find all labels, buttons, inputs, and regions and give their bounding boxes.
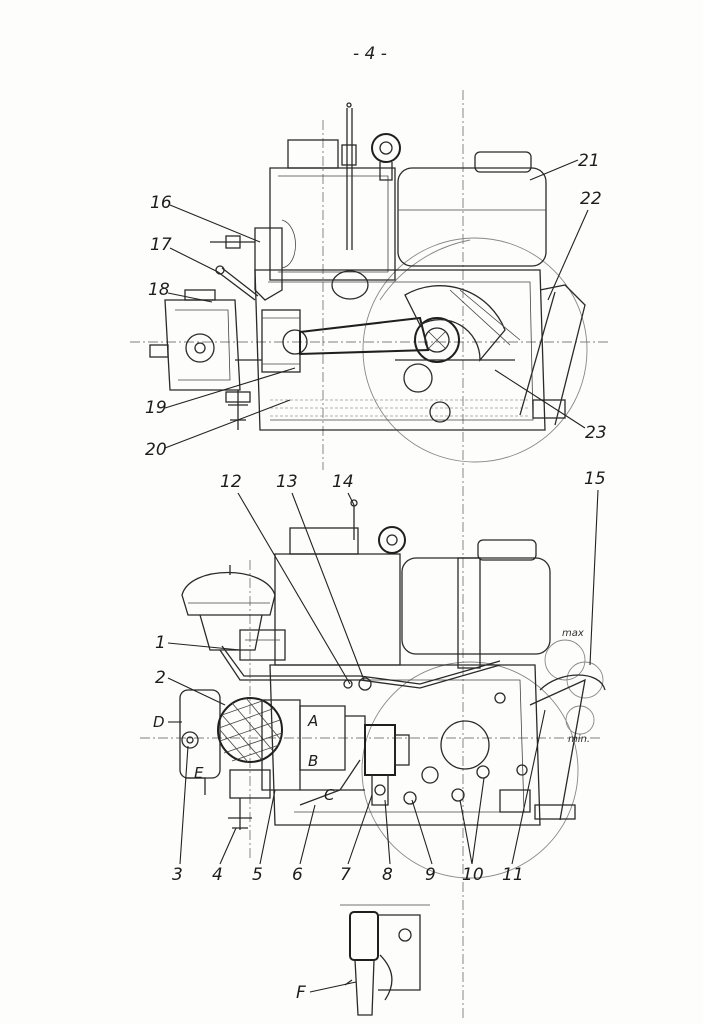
label-15: 15	[584, 469, 606, 489]
engine-side-view	[140, 499, 606, 879]
side-view-callouts: 12 13 14 15 1 2 3 4 5 6 7 8 9 1	[153, 469, 606, 885]
label-12: 12	[220, 472, 242, 492]
label-8: 8	[382, 865, 393, 885]
gauge-min-label: min.	[568, 734, 590, 745]
label-1: 1	[155, 633, 166, 653]
label-20: 20	[145, 440, 167, 460]
label-5: 5	[252, 865, 263, 885]
label-3: 3	[172, 865, 183, 885]
letter-e: E	[194, 764, 204, 782]
letter-b: B	[308, 752, 318, 770]
label-2: 2	[155, 668, 166, 688]
label-14: 14	[332, 472, 354, 492]
detail-f-view: F	[296, 904, 430, 1016]
label-18: 18	[148, 280, 170, 300]
engine-section-view	[130, 90, 610, 1020]
label-21: 21	[578, 151, 600, 171]
label-9: 9	[425, 865, 436, 885]
label-7: 7	[340, 865, 351, 885]
label-13: 13	[276, 472, 298, 492]
label-6: 6	[292, 865, 303, 885]
page-number: - 4 -	[353, 44, 387, 64]
letter-c: C	[324, 786, 335, 804]
letter-f: F	[296, 983, 306, 1003]
label-10: 10	[462, 865, 484, 885]
label-17: 17	[150, 235, 172, 255]
letter-a: A	[307, 712, 318, 730]
label-4: 4	[212, 865, 223, 885]
label-23: 23	[585, 423, 607, 443]
label-11: 11	[502, 865, 524, 885]
top-view-callouts: 16 17 18 19 20 21 22 23	[145, 151, 607, 460]
label-22: 22	[580, 189, 602, 209]
label-16: 16	[150, 193, 172, 213]
label-19: 19	[145, 398, 167, 418]
gauge-max-label: max	[562, 628, 584, 639]
letter-d: D	[153, 713, 165, 731]
